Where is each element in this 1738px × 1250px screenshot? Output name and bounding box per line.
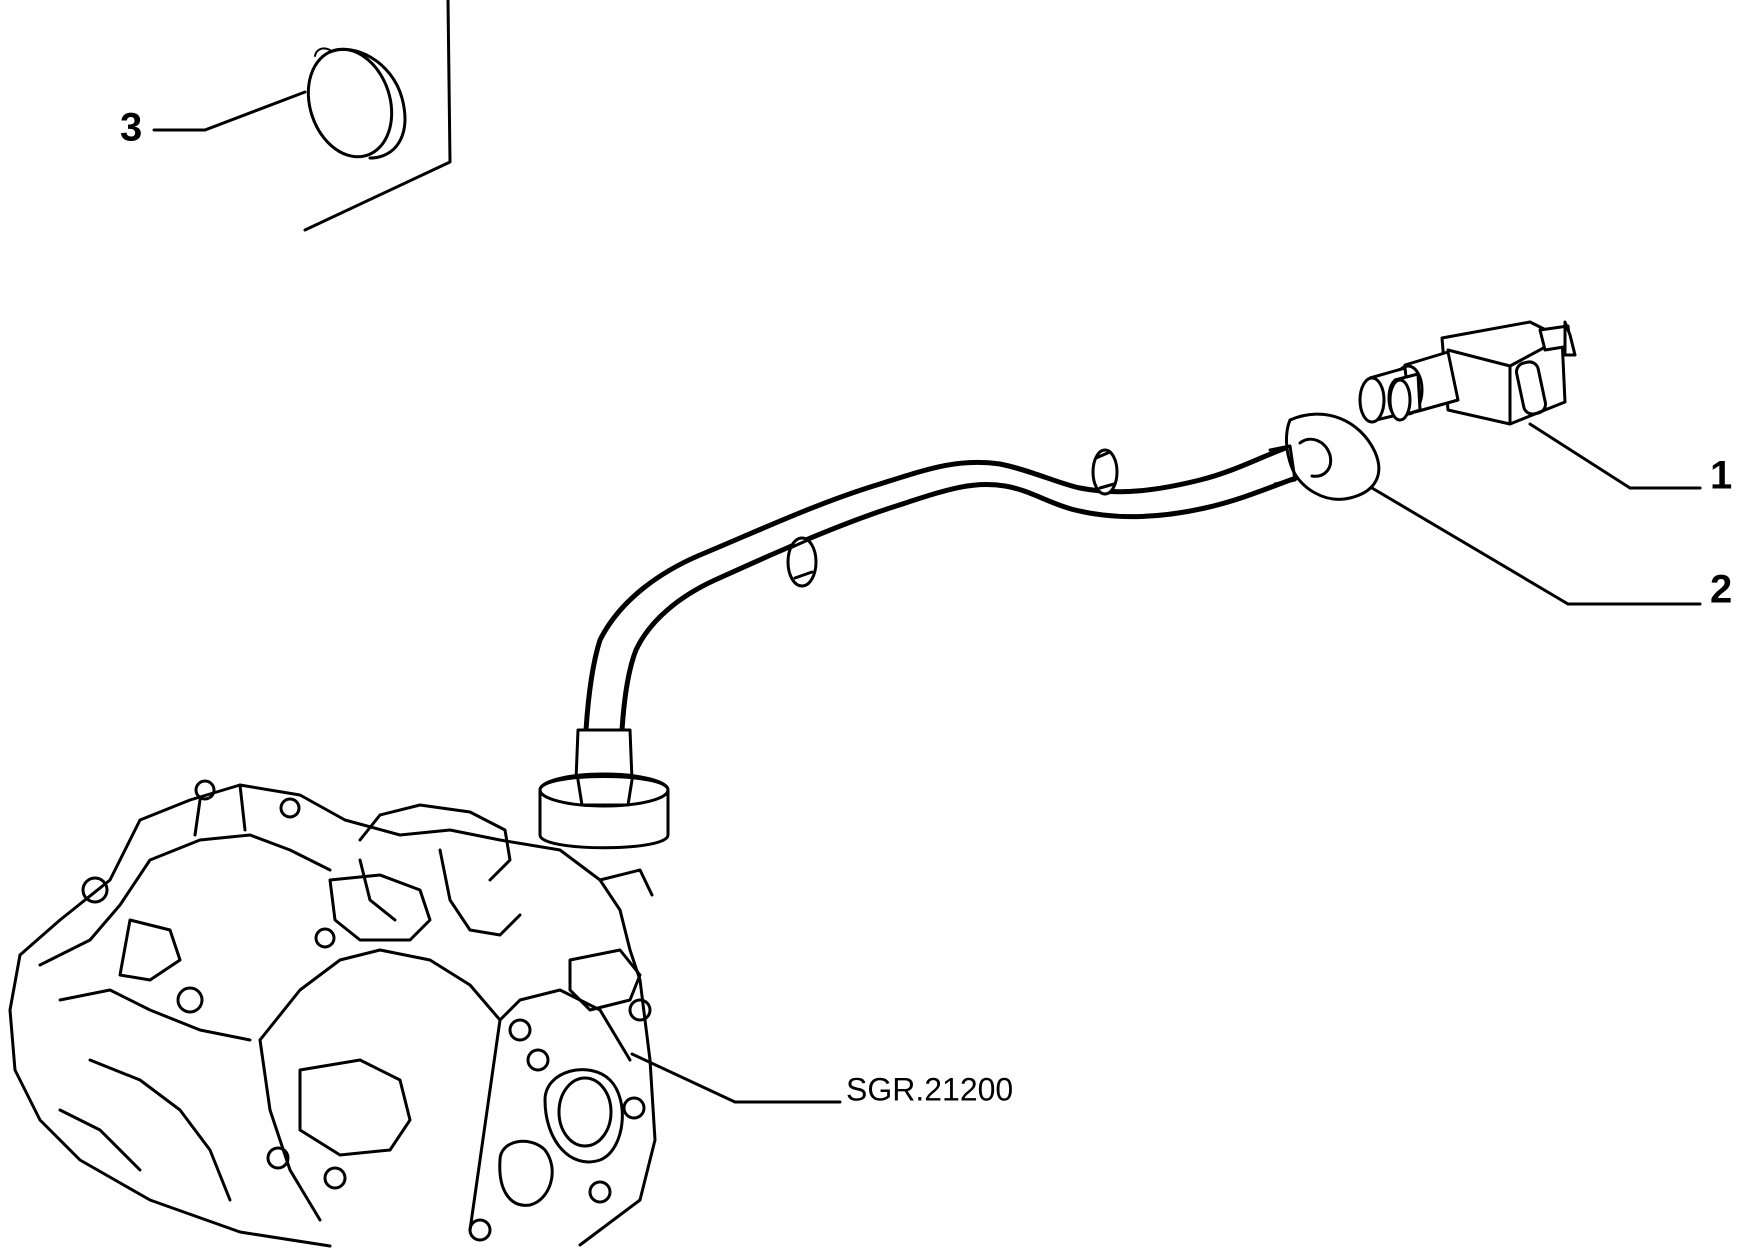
part-2-pipe — [538, 412, 1381, 850]
callout-3: 3 — [120, 90, 307, 150]
callout-3-label: 3 — [120, 106, 142, 150]
callout-2: 2 — [1370, 486, 1732, 612]
reference-callout: SGR.21200 — [630, 1052, 1013, 1107]
inset-frame — [303, 0, 452, 232]
part-3-cap — [306, 47, 407, 160]
gearbox-housing — [8, 779, 657, 1248]
callout-2-label: 2 — [1710, 568, 1732, 612]
callout-1: 1 — [1528, 422, 1732, 498]
reference-label: SGR.21200 — [846, 1071, 1013, 1107]
callout-1-label: 1 — [1710, 454, 1732, 498]
part-1-sensor — [1358, 320, 1577, 426]
